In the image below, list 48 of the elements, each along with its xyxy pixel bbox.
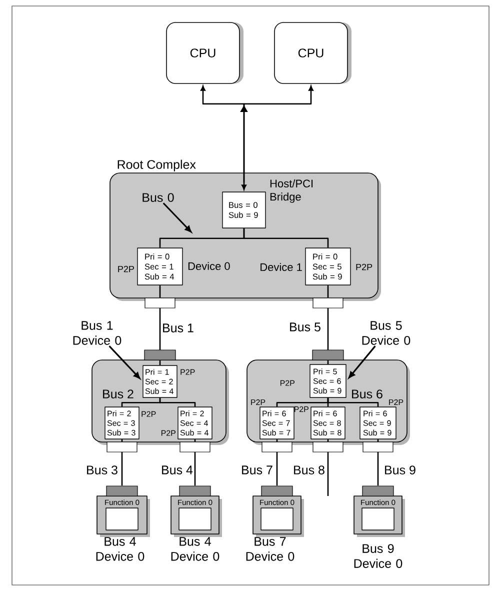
device-caption: Bus 4 Device 0 — [96, 537, 144, 561]
callout-text: Bus 5 Device 0 — [362, 321, 410, 345]
callout-text: Bus 0 — [142, 193, 174, 202]
device-caption: Bus 9 Device 0 — [354, 544, 402, 568]
leader-arrow — [162, 202, 192, 232]
bus-label: Bus 4 — [160, 464, 194, 476]
bus-arrow — [200, 86, 248, 190]
side-label: P2P — [161, 430, 176, 436]
device-caption: Bus 4 Device 0 — [171, 537, 220, 561]
side-label: P2P — [356, 264, 372, 270]
register-box: Pri = 2 Sec = 3 Sub = 3 — [104, 406, 140, 440]
bus-label: Bus 6 — [350, 388, 384, 400]
cpu-box: CPU — [274, 22, 352, 84]
register-box: Pri = 6 Sec = 9 Sub = 9 — [360, 406, 396, 440]
bus-label: Bus 5 — [288, 322, 322, 332]
callout-text: Bus 1 Device 0 — [73, 321, 122, 345]
bus-label: Bus 8 — [292, 464, 326, 476]
cpu-box: CPU — [166, 22, 244, 84]
bus-label: Bus 2 — [101, 388, 135, 400]
register-box: Bus = 0 Sub = 9 — [222, 192, 266, 228]
bus-line — [327, 398, 379, 407]
bus-label: Bus 9 — [383, 464, 417, 476]
leader-arrow — [108, 346, 140, 379]
device-caption: Bus 7 Device 0 — [246, 537, 294, 561]
side-label: Host/PCI Bridge — [270, 179, 313, 203]
side-label: P2P — [118, 266, 134, 272]
leader-arrow — [348, 346, 376, 378]
side-label: P2P — [251, 399, 266, 405]
register-box: Pri = 5 Sec = 6 Sub = 9 — [310, 364, 346, 398]
bus-label: Bus 7 — [240, 464, 274, 476]
side-label: Device 0 — [188, 262, 230, 270]
node-label: Root Complex — [118, 160, 196, 172]
register-box: Pri = 6 Sec = 7 Sub = 7 — [260, 406, 294, 440]
bus-line — [159, 398, 196, 407]
register-box: Pri = 0 Sec = 1 Sub = 4 — [137, 248, 183, 286]
register-box: Pri = 1 Sec = 2 Sub = 4 — [142, 365, 178, 398]
side-label: P2P — [389, 399, 404, 405]
bus-line — [243, 228, 329, 248]
side-label: P2P — [280, 380, 295, 386]
side-label: P2P — [180, 369, 195, 375]
side-label: P2P — [294, 406, 309, 412]
register-box: Pri = 0 Sec = 5 Sub = 9 — [305, 248, 351, 286]
side-label: Device 1 — [260, 262, 302, 272]
register-box: Pri = 2 Sec = 4 Sub = 4 — [178, 406, 212, 440]
register-box: Pri = 6 Sec = 8 Sub = 8 — [310, 406, 346, 440]
side-label: P2P — [142, 411, 156, 417]
bus-label: Bus 3 — [85, 464, 119, 476]
bus-label: Bus 1 — [161, 322, 195, 334]
